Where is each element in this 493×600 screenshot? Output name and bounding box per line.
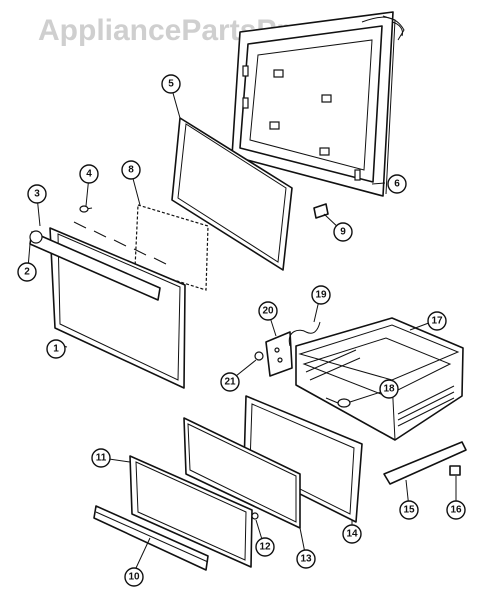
part-19-wire [288,321,321,347]
part-15-rail [383,441,467,485]
callout-label: 8 [128,165,134,176]
callout-4: 4 [79,164,99,184]
callout-5: 5 [161,74,181,94]
callout-10: 10 [124,567,144,587]
callout-8: 8 [121,160,141,180]
callout-12: 12 [255,537,275,557]
callout-circle [446,500,466,520]
callout-label: 17 [431,316,443,327]
callout-6: 6 [387,174,407,194]
callout-circle [427,311,447,331]
callout-21: 21 [220,372,240,392]
callout-13: 13 [296,549,316,569]
callout-11: 11 [91,448,111,468]
callout-circle [399,500,419,520]
callout-circle [311,285,331,305]
callout-circle [255,537,275,557]
callout-label: 5 [168,79,174,90]
callout-circle [387,174,407,194]
callout-circle [342,524,362,544]
callout-circle [79,164,99,184]
callout-label: 10 [128,572,140,583]
callout-circle [296,549,316,569]
callout-1: 1 [46,339,66,359]
callout-label: 16 [450,505,462,516]
callout-label: 14 [346,529,358,540]
part-14-drawer-liner [243,395,363,523]
part-16-clip [449,465,461,476]
part-11-drawer-front [129,455,253,568]
part-21-nut [254,351,264,361]
callout-circle [17,262,37,282]
callout-label: 4 [86,169,92,180]
callout-label: 12 [259,542,271,553]
part-10-kick-panel [93,505,209,571]
callout-circle [333,222,353,242]
callout-label: 11 [96,453,107,464]
callout-15: 15 [399,500,419,520]
callout-17: 17 [427,311,447,331]
callout-label: 1 [53,344,59,355]
callout-circle [124,567,144,587]
callout-label: 2 [24,267,30,278]
part-1-outer-door [29,221,186,389]
callout-label: 20 [262,306,274,317]
callout-circle [258,301,278,321]
callout-circle [46,339,66,359]
callout-16: 16 [446,500,466,520]
callout-3: 3 [27,184,47,204]
callout-label: 3 [34,189,40,200]
callout-circle [91,448,111,468]
door-gasket [391,21,403,37]
callout-circle [121,160,141,180]
part-17-drawer-body [295,317,464,441]
callout-9: 9 [333,222,353,242]
callout-circle [161,74,181,94]
part-5-door-glass [171,117,293,271]
callout-label: 21 [224,377,236,388]
callout-19: 19 [311,285,331,305]
callout-circle [379,379,399,399]
callout-label: 19 [315,290,327,301]
part-8-insulation [134,204,209,291]
callout-label: 13 [300,554,312,565]
callout-circle [27,184,47,204]
callout-label: 15 [403,505,415,516]
callout-circle [220,372,240,392]
callout-label: 6 [394,179,400,190]
callout-18: 18 [379,379,399,399]
callout-label: 9 [340,227,346,238]
part-18-roller [325,397,351,408]
callout-2: 2 [17,262,37,282]
part-12-screw [251,512,259,520]
part-4-screw [79,205,93,213]
callout-label: 18 [383,384,395,395]
callout-20: 20 [258,301,278,321]
part-6-door-frame [231,11,405,197]
part-20-bracket [265,331,293,377]
callout-14: 14 [342,524,362,544]
